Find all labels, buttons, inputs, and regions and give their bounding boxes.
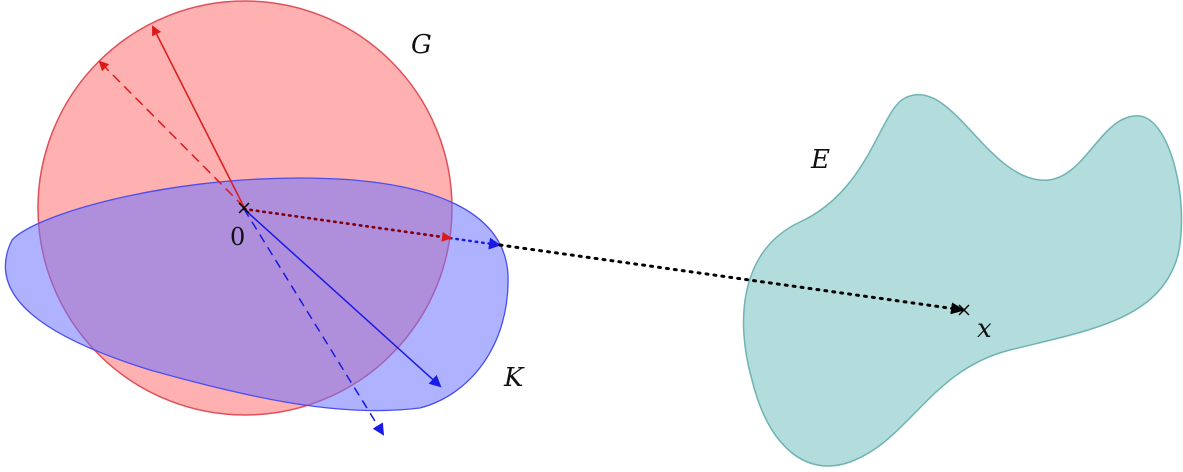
point-x-marker bbox=[958, 304, 970, 316]
label-e: E bbox=[810, 145, 830, 175]
red-dashed-arrow bbox=[98, 60, 245, 208]
label-origin: 0 bbox=[230, 223, 245, 251]
label-x: x bbox=[977, 314, 992, 344]
origin-marker bbox=[238, 202, 250, 214]
red-dotted-arrow bbox=[242, 207, 452, 242]
region-e bbox=[742, 94, 1183, 467]
blue-solid-arrow bbox=[243, 208, 442, 388]
black-dotted-arrow bbox=[498, 243, 965, 315]
label-k: K bbox=[503, 363, 525, 393]
red-solid-arrow bbox=[152, 25, 245, 208]
label-g: G bbox=[411, 30, 432, 60]
shape-k bbox=[4, 177, 509, 412]
